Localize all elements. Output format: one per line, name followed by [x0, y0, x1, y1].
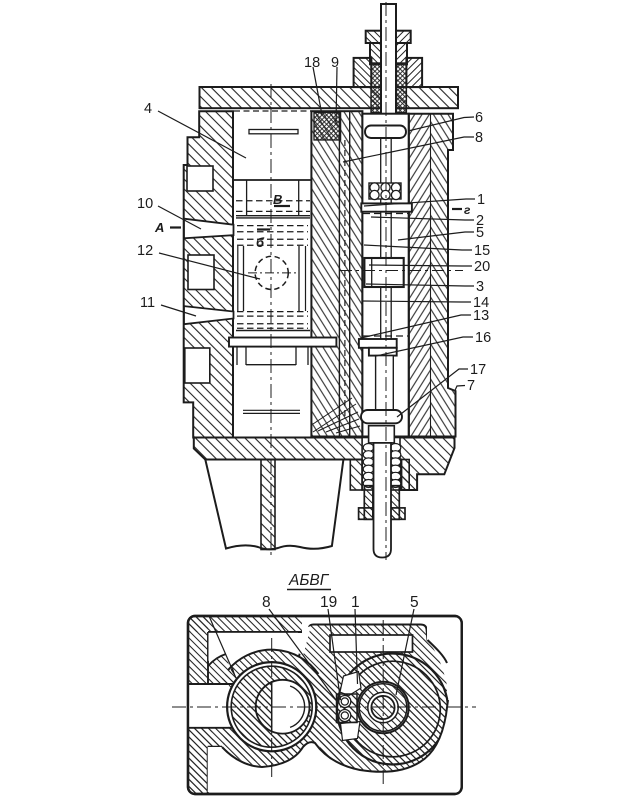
svg-text:20: 20	[474, 259, 490, 275]
svg-text:1: 1	[477, 192, 485, 208]
svg-text:1: 1	[351, 594, 360, 611]
svg-text:7: 7	[467, 378, 475, 394]
svg-text:8: 8	[475, 130, 483, 146]
svg-text:9: 9	[331, 55, 339, 71]
svg-text:3: 3	[476, 279, 484, 295]
svg-text:б: б	[256, 235, 265, 250]
svg-text:19: 19	[320, 594, 337, 611]
svg-text:12: 12	[137, 243, 153, 259]
svg-text:5: 5	[410, 594, 419, 611]
svg-text:18: 18	[304, 55, 320, 71]
svg-text:16: 16	[475, 330, 491, 346]
svg-text:4: 4	[144, 101, 152, 117]
svg-text:г: г	[464, 203, 471, 217]
svg-text:14: 14	[473, 295, 489, 311]
svg-text:6: 6	[475, 110, 483, 126]
svg-text:11: 11	[140, 295, 155, 311]
svg-text:8: 8	[262, 594, 271, 611]
svg-text:10: 10	[137, 196, 153, 212]
svg-text:13: 13	[473, 308, 489, 324]
svg-text:17: 17	[470, 362, 486, 378]
svg-text:АБВГ: АБВГ	[288, 572, 330, 589]
svg-text:2: 2	[476, 213, 484, 229]
svg-text:15: 15	[474, 243, 490, 259]
svg-text:А: А	[154, 220, 164, 235]
svg-text:В: В	[273, 192, 282, 207]
svg-text:5: 5	[476, 225, 484, 241]
